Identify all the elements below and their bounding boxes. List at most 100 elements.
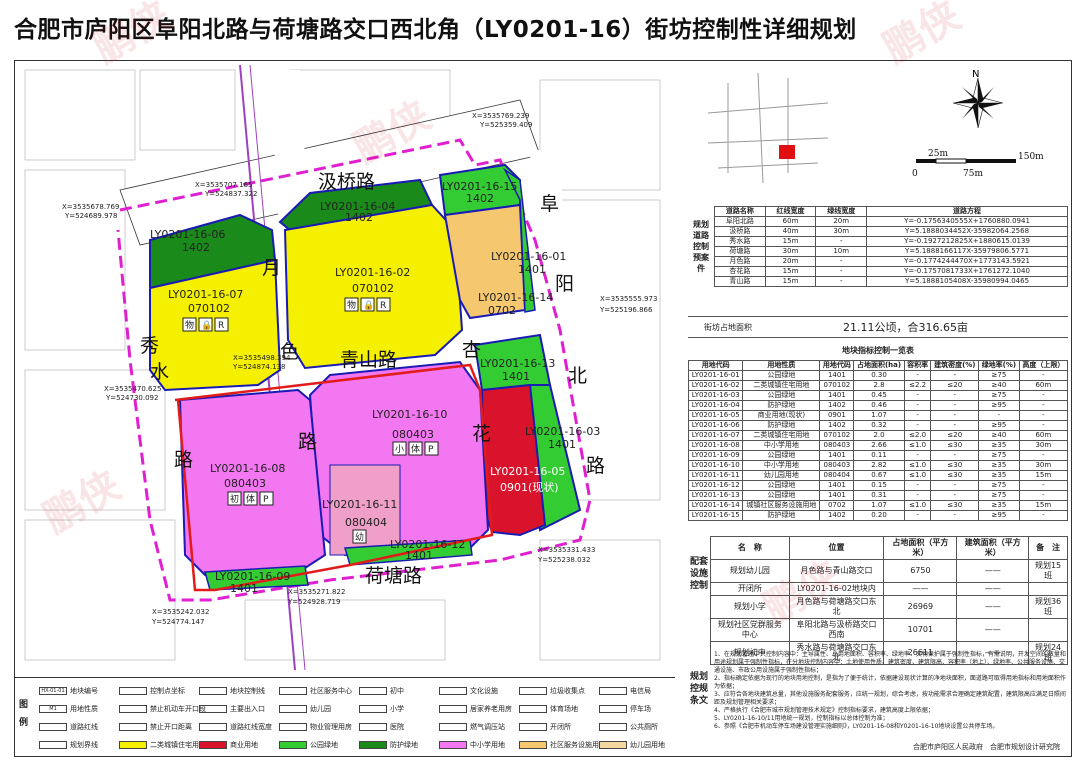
- parcel-label-code: 1402: [345, 211, 373, 224]
- legend-item: 社区服务设施用地: [519, 740, 606, 750]
- parcel-label-id: LY0201-16-10: [372, 408, 447, 421]
- legend-swatch: [119, 741, 147, 749]
- legend-item: 小学: [359, 704, 404, 714]
- parcel-16-06: [149, 213, 277, 290]
- legend-item: 垃圾收集点: [519, 686, 585, 696]
- table-cell: 1401: [819, 390, 855, 401]
- facility-xiao: 小: [395, 444, 404, 455]
- legend-title: 图例: [19, 700, 29, 728]
- table-cell: 规划小学: [710, 595, 790, 619]
- parcel-16-14: [443, 203, 527, 320]
- table-cell: ≤30: [930, 440, 980, 451]
- table-cell: ≥35: [978, 470, 1020, 481]
- table-cell: LY0201-16-01: [687, 370, 744, 381]
- table-cell: LY0201-16-14: [687, 500, 744, 511]
- road-xiushui-3: 路: [174, 449, 193, 471]
- table-cell: -: [903, 450, 932, 461]
- table-cell: -: [903, 370, 932, 381]
- north-label: N: [972, 69, 979, 80]
- legend-item: 开闭所: [519, 722, 571, 732]
- table-cell: 0.20: [853, 510, 905, 521]
- legend-label: 道路红线: [70, 723, 98, 731]
- legend-swatch: [119, 705, 147, 713]
- legend-label: 地块控制线: [230, 687, 265, 695]
- parcel-label-id: LY0201-16-09: [215, 570, 290, 583]
- legend-label: 公共厕所: [630, 723, 658, 731]
- parcel-label-code: 1402: [182, 241, 210, 254]
- parcel-label-code: 080403: [224, 477, 266, 490]
- road-table-group-label: 规划道路控制预案件: [693, 220, 709, 273]
- parcel-16-02: [283, 203, 464, 370]
- table-cell: ≤30: [930, 460, 980, 471]
- coord: Y=524730.092: [105, 394, 158, 402]
- svg-text:150m: 150m: [1018, 152, 1044, 162]
- table-cell: LY0201-16-09: [687, 450, 744, 461]
- notes-group-label: 规划控规条文: [689, 672, 708, 706]
- table-cell: ≤30: [930, 470, 980, 481]
- legend-item: 燃气调压站: [439, 722, 505, 732]
- table-cell: [1028, 618, 1068, 642]
- table-cell: -: [930, 400, 980, 411]
- table-cell: -: [930, 510, 980, 521]
- table-cell: -: [903, 420, 932, 431]
- legend-swatch: [439, 741, 467, 749]
- table-cell: ≤20: [930, 430, 980, 441]
- legend-label: 物业管理用房: [310, 723, 352, 731]
- legend-item: 地块控制线: [199, 686, 265, 696]
- facility-table: 名 称位置占地面积（平方米）建筑面积（平方米）备 注 规划幼儿园月色路与青山路交…: [710, 536, 1068, 665]
- table-cell: ≥40: [978, 380, 1020, 391]
- facility-r: R: [380, 301, 386, 311]
- table-cell: -: [903, 510, 932, 521]
- legend-swatch: HX-01-01: [39, 687, 67, 695]
- road-fuyang-2: 阳: [555, 273, 574, 295]
- road-fuyang-4: 路: [586, 455, 605, 477]
- coord: X=3535271.822: [288, 588, 345, 596]
- road-qingshan: 青山路: [340, 349, 397, 371]
- table-cell: 公园绿地: [742, 480, 821, 491]
- table-cell: 60m: [1018, 430, 1069, 441]
- legend-label: 体育场地: [550, 705, 578, 713]
- legend-label: 禁止开口距离: [150, 723, 192, 731]
- table-cell: ≥95: [978, 420, 1020, 431]
- table-cell: 规划24班: [1028, 641, 1068, 665]
- facility-group-label: 配套设施控制: [689, 557, 708, 591]
- table-cell: LY0201-16-12: [687, 480, 744, 491]
- table-cell: -: [1018, 490, 1069, 501]
- parcel-label-code: 1401: [548, 438, 576, 451]
- table-cell: 080404: [819, 470, 855, 481]
- parcel-label-code: 1401: [518, 263, 546, 276]
- table-cell: ——: [956, 582, 1030, 596]
- parcel-label-id: LY0201-16-01: [491, 250, 566, 263]
- table-cell: 规划幼儿园: [710, 559, 790, 583]
- legend-label: 用地性质: [70, 705, 98, 713]
- legend-label: 禁止机动车开口段: [150, 705, 206, 713]
- legend-swatch: [439, 705, 467, 713]
- legend-label: 文化设施: [470, 687, 498, 695]
- table-cell: -: [930, 370, 980, 381]
- drawing-frame: [14, 60, 1072, 757]
- road-header: 道路名称: [714, 206, 766, 217]
- svg-text:0: 0: [912, 169, 918, 179]
- table-cell: -: [1018, 480, 1069, 491]
- table-cell: LY0201-16-05: [687, 410, 744, 421]
- parcel-16-01: [503, 167, 536, 313]
- table-cell: 公园绿地: [742, 390, 821, 401]
- table-cell: 2.66: [853, 440, 905, 451]
- table-cell: 中小学用地: [742, 460, 821, 471]
- road-xinghua-1: 杏: [462, 339, 481, 361]
- school-boundary: [174, 363, 494, 592]
- road-yuese-1: 月: [262, 257, 281, 279]
- table-cell: -: [903, 410, 932, 421]
- legend-item: 医院: [359, 722, 404, 732]
